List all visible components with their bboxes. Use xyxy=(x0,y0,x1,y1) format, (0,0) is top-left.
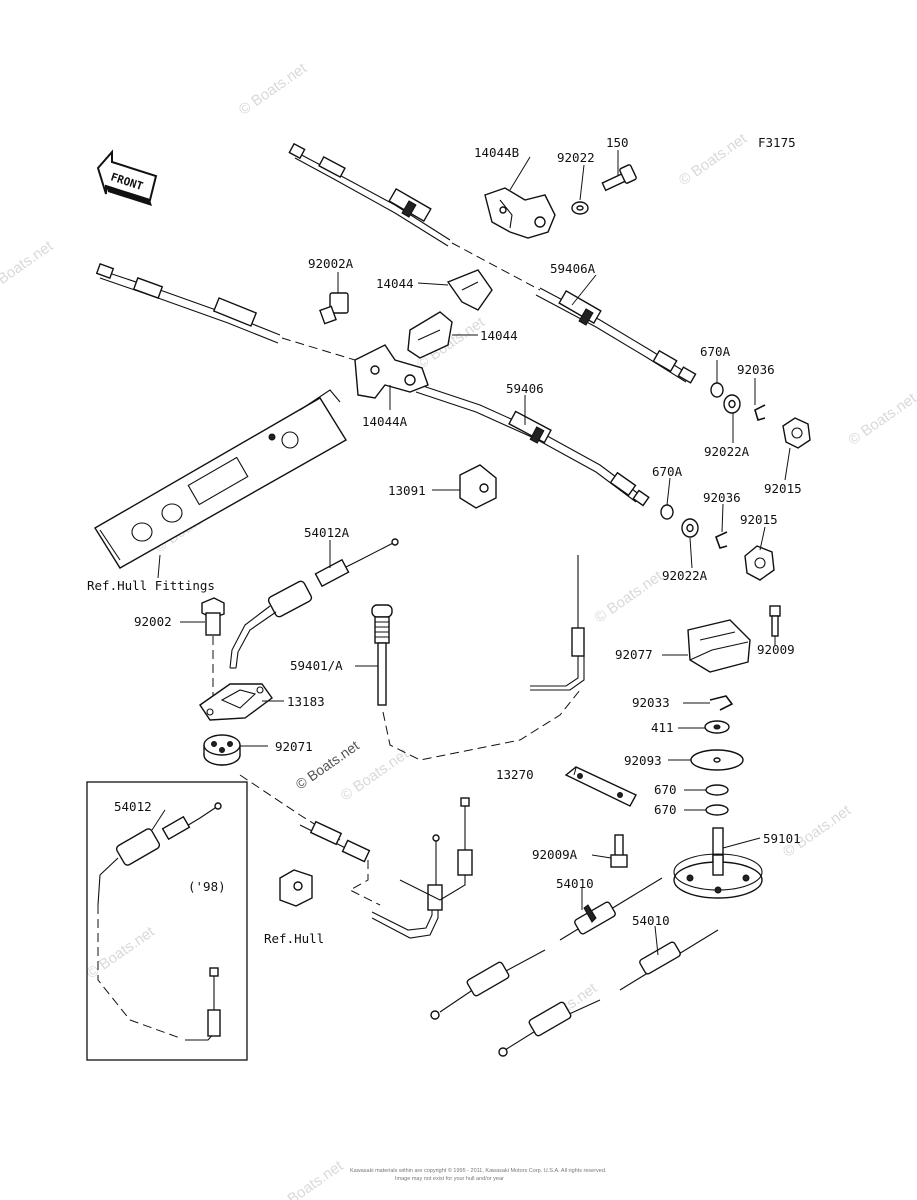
washer-411 xyxy=(704,720,730,734)
bolt-150 xyxy=(601,164,637,192)
nut-92015-bottom xyxy=(744,545,775,581)
label-92077: 92077 xyxy=(615,647,653,662)
cable-59406 xyxy=(95,263,650,507)
label-92022: 92022 xyxy=(557,150,595,165)
cable-54010-b xyxy=(498,929,719,1057)
o-ring-670A-top xyxy=(710,382,724,398)
cable-59406A xyxy=(288,142,697,384)
label-92022A-top: 92022A xyxy=(704,444,750,459)
gasket-13183 xyxy=(199,683,273,721)
watermark: © Boats.net xyxy=(845,389,917,448)
ref-hull-cap xyxy=(279,869,313,907)
watermark: © Boats.net xyxy=(676,130,751,189)
label-59101: 59101 xyxy=(763,831,801,846)
lower-cable-assembly xyxy=(299,797,473,939)
choke-cable-path xyxy=(382,689,581,761)
nut-92015-top xyxy=(782,417,811,449)
leader-lines xyxy=(151,150,791,956)
washer-92022A-top xyxy=(723,394,741,414)
bolt-92002 xyxy=(201,597,225,636)
label-670A-bottom: 670A xyxy=(652,464,683,479)
label-14044-top: 14044 xyxy=(376,276,414,291)
label-14044A: 14044A xyxy=(362,414,408,429)
label-13091: 13091 xyxy=(388,483,426,498)
label-59406A: 59406A xyxy=(550,261,596,276)
hull-fittings-plate xyxy=(94,389,347,569)
cap-14044-lower xyxy=(407,311,453,359)
cap-13091 xyxy=(459,464,497,509)
o-ring-670A-bottom xyxy=(660,504,674,520)
cap-14044-upper xyxy=(446,269,493,311)
cable-54010-a xyxy=(430,877,663,1020)
label-92015-top: 92015 xyxy=(764,481,802,496)
label-ref-hull: Ref.Hull xyxy=(264,931,324,946)
label-92033: 92033 xyxy=(632,695,670,710)
label-14044-right: 14044 xyxy=(480,328,518,343)
label-92071: 92071 xyxy=(275,739,313,754)
base-59101 xyxy=(673,827,763,899)
label-92015-bottom: 92015 xyxy=(740,512,778,527)
label-92036-bottom: 92036 xyxy=(703,490,741,505)
cover-92077 xyxy=(687,619,751,673)
bracket-14044A xyxy=(354,344,429,399)
washer-92022A-bottom xyxy=(681,518,699,538)
o-ring-670-lower xyxy=(705,804,729,816)
footer-copyright: Kawasaki materials within are copyright … xyxy=(350,1167,607,1174)
cable-54012A xyxy=(229,538,399,669)
label-59406: 59406 xyxy=(506,381,544,396)
clip-92033 xyxy=(709,695,734,711)
label-92009: 92009 xyxy=(757,642,795,657)
label-98: ('98) xyxy=(188,879,226,894)
label-54010-a: 54010 xyxy=(556,876,594,891)
watermark: © Boats.net xyxy=(236,59,311,118)
footer-note: Image may not exist for your hull and/or… xyxy=(395,1176,504,1182)
label-150: 150 xyxy=(606,135,629,150)
label-54012A: 54012A xyxy=(304,525,350,540)
label-670-b: 670 xyxy=(654,802,677,817)
label-13270: 13270 xyxy=(496,767,534,782)
clip-92036-bottom xyxy=(714,531,728,549)
label-92022A-bottom: 92022A xyxy=(662,568,708,583)
label-92036-top: 92036 xyxy=(737,362,775,377)
label-13183: 13183 xyxy=(287,694,325,709)
watermark: © Boats.net xyxy=(272,1157,347,1200)
label-ref-hull-fittings: Ref.Hull Fittings xyxy=(87,578,215,593)
clip-92036-top xyxy=(754,404,766,421)
label-411: 411 xyxy=(651,720,674,735)
washer-92022 xyxy=(571,201,589,215)
label-92009A: 92009A xyxy=(532,847,578,862)
part-labels: 14044B 92022 150 92002A 14044 14044 5940… xyxy=(87,135,802,946)
stay-13270 xyxy=(564,766,637,807)
o-ring-670-upper xyxy=(705,784,729,796)
watermark: © Boats.net xyxy=(591,567,666,626)
label-92002A: 92002A xyxy=(308,256,354,271)
label-54010-b: 54010 xyxy=(632,913,670,928)
label-54012: 54012 xyxy=(114,799,152,814)
choke-cable-end xyxy=(530,555,585,691)
label-670A-top: 670A xyxy=(700,344,731,359)
label-92093: 92093 xyxy=(624,753,662,768)
label-92002: 92002 xyxy=(134,614,172,629)
inset-box-98 xyxy=(86,781,248,1061)
grommet-92071 xyxy=(203,734,241,766)
bolt-92009 xyxy=(769,605,781,637)
front-arrow-icon: FRONT xyxy=(96,149,158,206)
knob-59401A xyxy=(371,604,393,706)
label-14044B: 14044B xyxy=(474,145,519,160)
label-670-a: 670 xyxy=(654,782,677,797)
plate-92093 xyxy=(690,749,744,771)
bolt-92009A xyxy=(610,834,628,868)
bracket-14044B xyxy=(484,187,556,239)
label-59401A: 59401/A xyxy=(290,658,343,673)
figure-code: F3175 xyxy=(758,135,796,150)
watermark: © Boats.net xyxy=(0,237,57,296)
watermark: © Boats.net xyxy=(84,923,159,982)
bolt-92002A xyxy=(319,292,349,325)
